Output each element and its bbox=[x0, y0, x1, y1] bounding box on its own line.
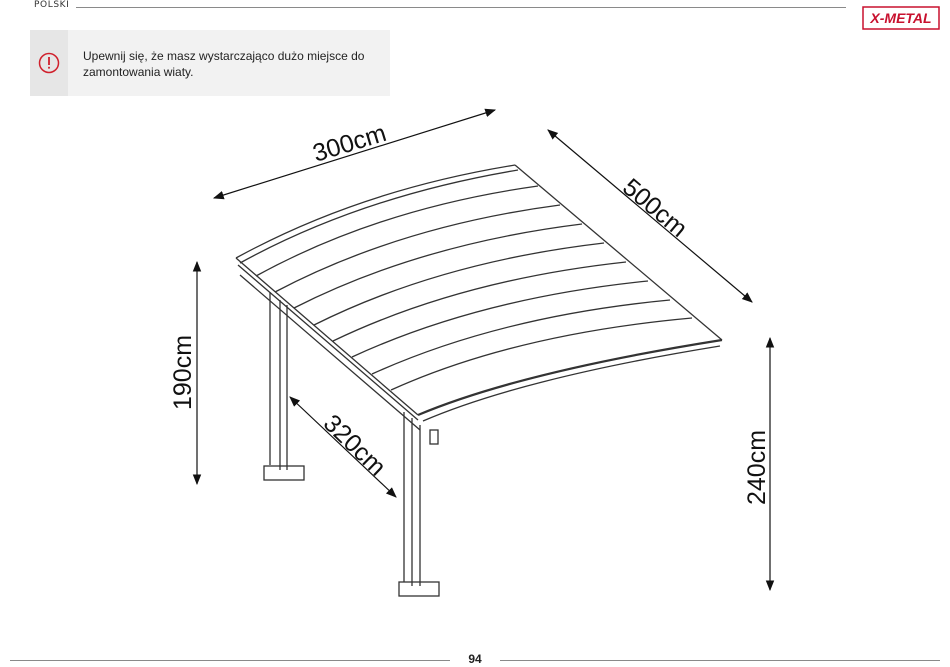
svg-text:X-METAL: X-METAL bbox=[869, 10, 931, 26]
roof-panel-line bbox=[255, 185, 539, 277]
post-front-base bbox=[398, 581, 440, 597]
roof-panel-line bbox=[332, 261, 627, 342]
brand-logo: X-METAL bbox=[862, 6, 940, 30]
length-arrow bbox=[547, 129, 753, 303]
dimension-height-high-label: 240cm bbox=[743, 430, 771, 505]
left-beam bbox=[237, 264, 421, 431]
posts bbox=[263, 292, 440, 597]
dimension-height-low-label: 190cm bbox=[169, 335, 197, 410]
roof-front-edge bbox=[417, 338, 723, 417]
language-label: POLSKI bbox=[34, 0, 70, 10]
dimension-post-spacing-label: 320cm bbox=[318, 409, 391, 481]
dimension-length-label: 500cm bbox=[617, 173, 692, 243]
roof-panel-line bbox=[351, 280, 649, 358]
width-arrow bbox=[212, 108, 497, 200]
bracket bbox=[429, 429, 439, 445]
roof-back-edge-inner bbox=[239, 169, 519, 264]
footer-rule-right bbox=[500, 660, 940, 661]
post-back bbox=[269, 292, 288, 470]
dimension-arrows bbox=[192, 108, 775, 592]
post-back-base bbox=[263, 465, 305, 481]
notice-box: Upewnij się, że masz wystarczająco dużo … bbox=[30, 30, 390, 96]
page-number: 94 bbox=[468, 652, 482, 666]
roof-panel-line bbox=[390, 317, 693, 391]
notice-text: Upewnij się, że masz wystarczająco dużo … bbox=[83, 49, 365, 79]
post-front bbox=[403, 412, 421, 586]
roof-panel-line bbox=[293, 223, 583, 309]
dimension-width-label: 300cm bbox=[310, 119, 390, 168]
post-spacing-arrow bbox=[289, 396, 397, 498]
roof-panel-line bbox=[371, 299, 671, 375]
roof-front-edge-inner bbox=[422, 345, 721, 422]
roof-side-left bbox=[235, 257, 419, 416]
footer-rule-left bbox=[10, 660, 450, 661]
exclamation-circle-icon bbox=[38, 52, 60, 74]
notice-icon-column bbox=[30, 30, 68, 96]
roof-panel-line bbox=[274, 204, 561, 293]
header-rule bbox=[76, 7, 846, 8]
roof-side-right bbox=[514, 164, 723, 341]
